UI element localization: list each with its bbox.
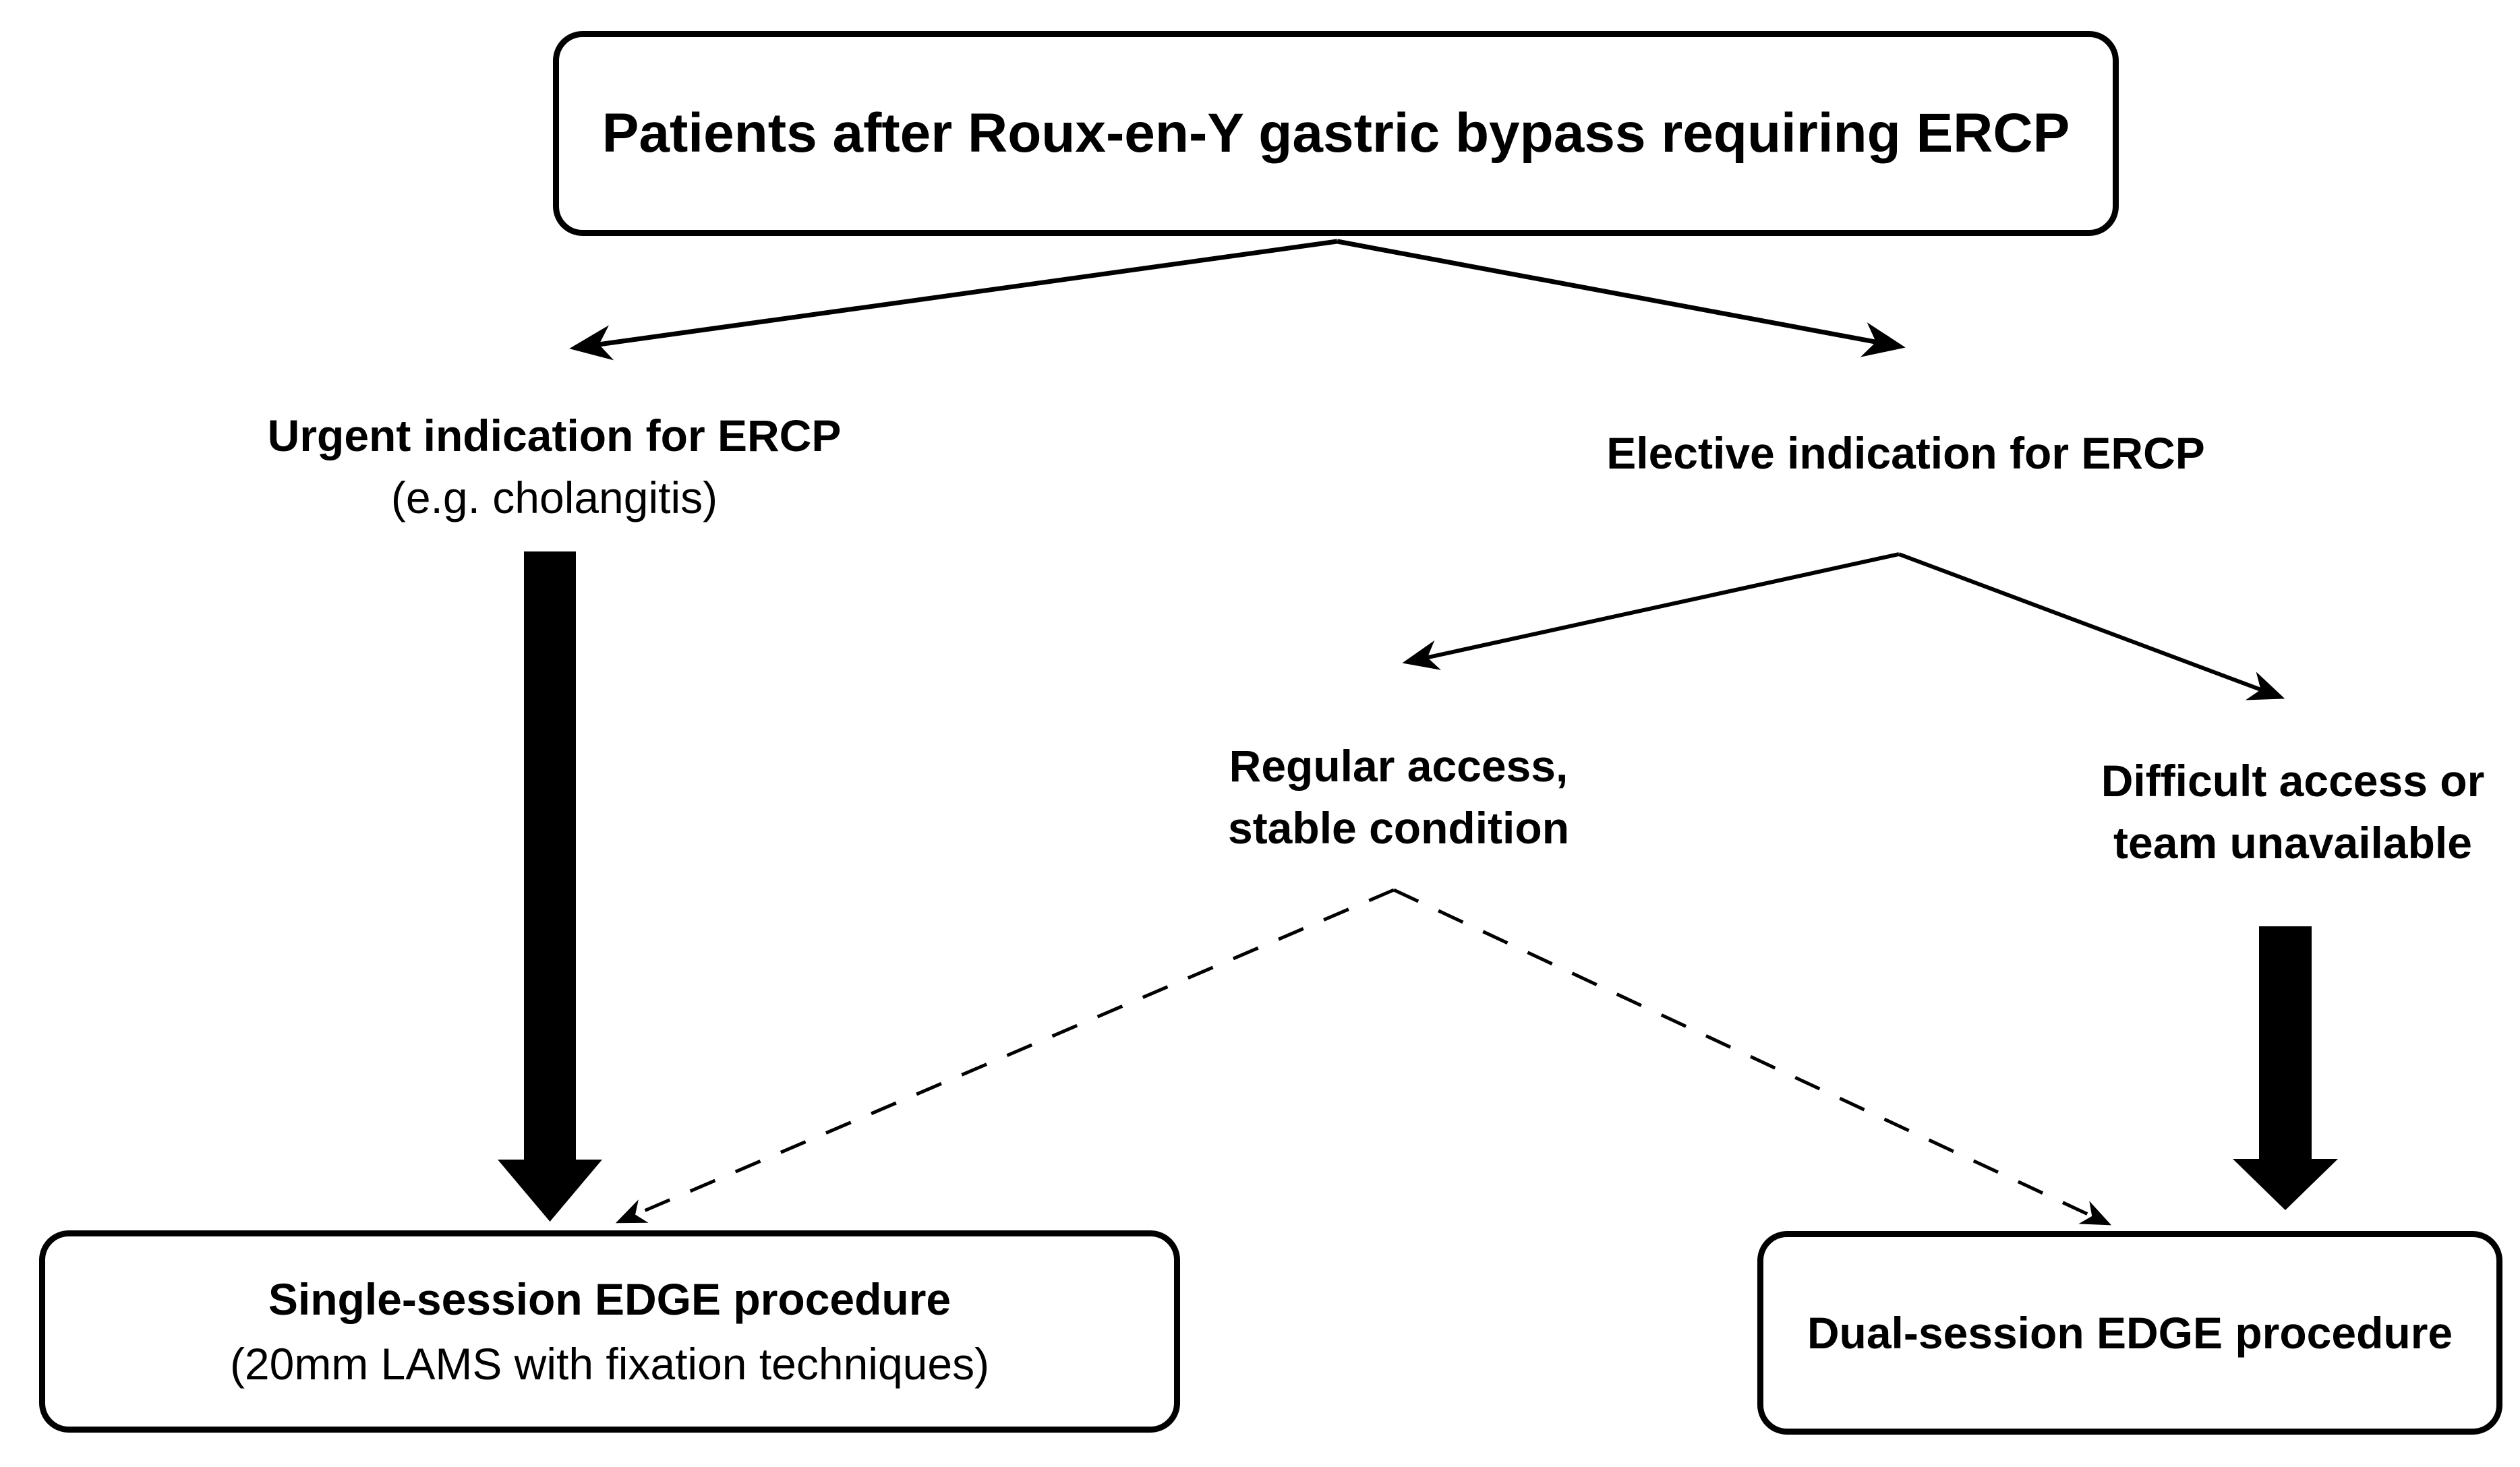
label-elective-line1: Elective indication for ERCP	[1606, 428, 2205, 478]
label-difficult-access-line1: Difficult access or	[2101, 756, 2485, 806]
node-dual-session-box: Dual-session EDGE procedure	[1757, 1231, 2502, 1435]
label-regular-access-line1: Regular access,	[1229, 741, 1569, 791]
arrow-elective-to-difficult	[1898, 552, 2285, 700]
dashed-arrow-regular-to-single	[615, 888, 1395, 1224]
label-difficult-access-line2: team unavailable	[2113, 818, 2472, 868]
label-urgent: Urgent indication for ERCP (e.g. cholang…	[217, 405, 891, 529]
node-single-session-box: Single-session EDGE procedure (20mm LAMS…	[39, 1230, 1180, 1433]
node-single-session-sublabel: (20mm LAMS with fixation techniques)	[229, 1339, 990, 1389]
label-difficult-access: Difficult access or team unavailable	[2062, 750, 2520, 874]
thick-arrow-difficult-to-dual	[2233, 926, 2338, 1210]
arrow-title-to-urgent	[569, 239, 1338, 361]
label-regular-access: Regular access, stable condition	[1163, 735, 1635, 859]
arrow-elective-to-regular	[1402, 552, 1900, 670]
node-patients-label: Patients after Roux-en-Y gastric bypass …	[602, 102, 2070, 164]
node-dual-session-label: Dual-session EDGE procedure	[1807, 1308, 2453, 1358]
label-regular-access-line2: stable condition	[1227, 803, 1570, 853]
arrow-title-to-elective	[1337, 239, 1906, 357]
thick-arrow-urgent-to-single	[498, 551, 602, 1222]
dashed-arrow-regular-to-dual	[1393, 888, 2112, 1226]
node-single-session-label: Single-session EDGE procedure	[268, 1274, 951, 1324]
label-urgent-sublabel: (e.g. cholangitis)	[390, 473, 718, 522]
label-elective: Elective indication for ERCP	[1569, 422, 2243, 484]
node-patients-box: Patients after Roux-en-Y gastric bypass …	[553, 31, 2119, 236]
label-urgent-line1: Urgent indication for ERCP	[267, 411, 842, 460]
